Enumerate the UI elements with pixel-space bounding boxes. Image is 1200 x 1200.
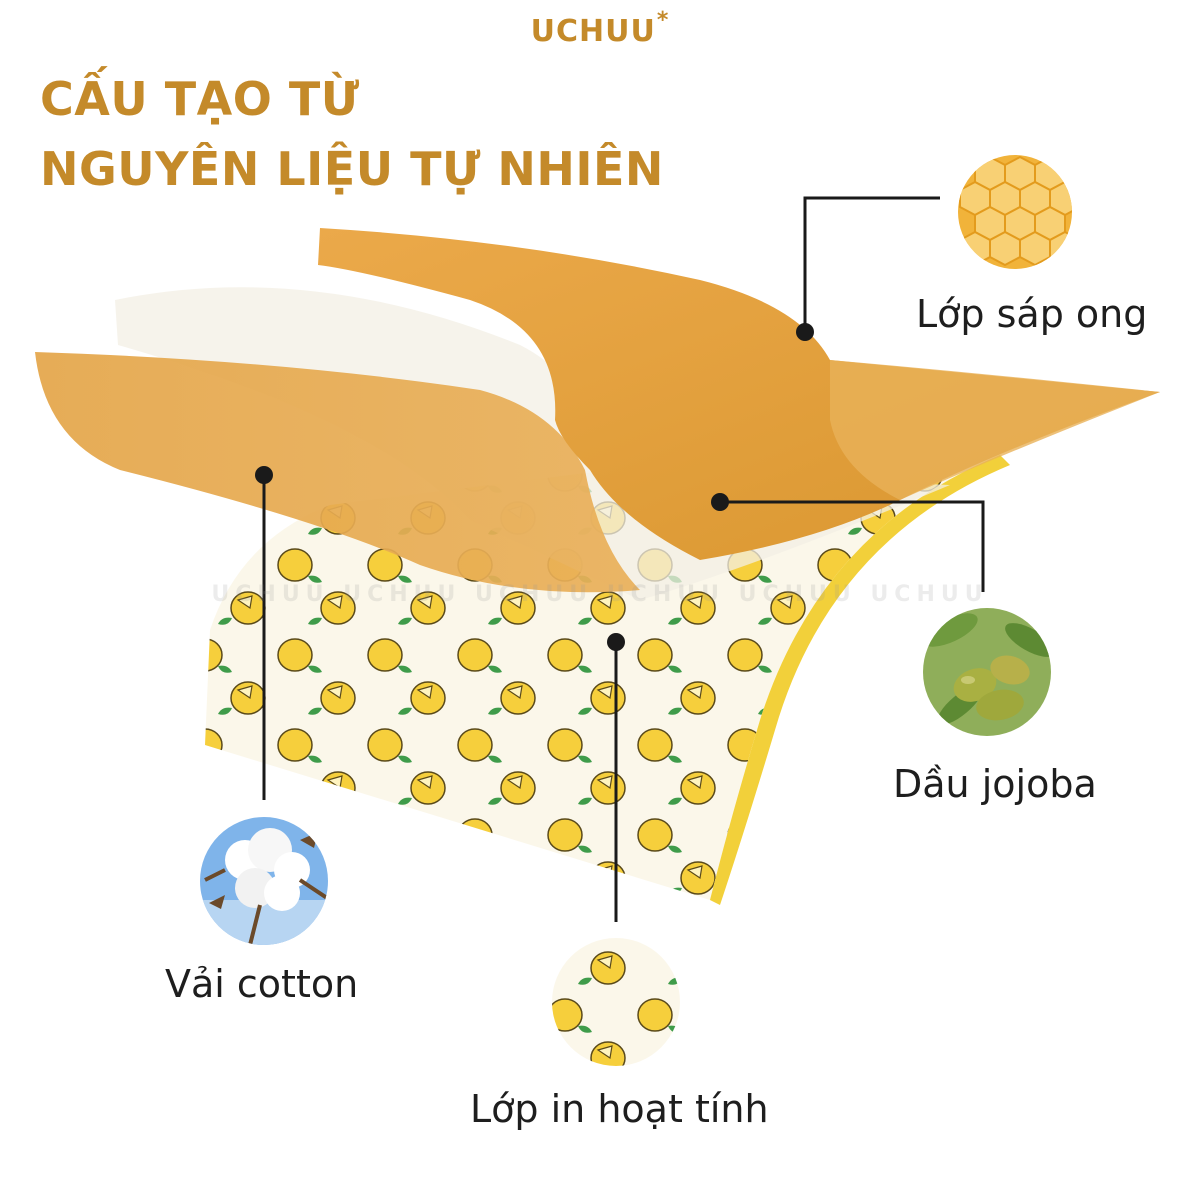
cotton-boll-icon — [200, 817, 328, 945]
label-cotton: Vải cotton — [165, 962, 359, 1006]
beeswax-top-sheet — [318, 228, 1160, 560]
pointer-dots — [255, 323, 814, 651]
lemon-pattern-icon — [552, 938, 680, 1066]
watermark: UCHUU UCHUU UCHUU UCHUU UCHUU UCHUU — [211, 582, 989, 607]
heading-line-2: NGUYÊN LIỆU TỰ NHIÊN — [40, 142, 664, 196]
jojoba-fruit-icon — [923, 608, 1051, 736]
honeycomb-icon — [958, 155, 1072, 269]
heading-line-1: CẤU TẠO TỪ — [40, 72, 360, 126]
brand-star: * — [656, 8, 670, 33]
label-beeswax: Lớp sáp ong — [916, 292, 1148, 336]
label-print-layer: Lớp in hoạt tính — [470, 1087, 769, 1131]
brand-logo: UCHUU* — [0, 8, 1200, 49]
label-jojoba: Dầu jojoba — [893, 762, 1097, 806]
pointer-lines — [262, 196, 985, 922]
beeswax-front-sheet — [35, 352, 640, 593]
brand-name: UCHUU — [530, 14, 656, 49]
